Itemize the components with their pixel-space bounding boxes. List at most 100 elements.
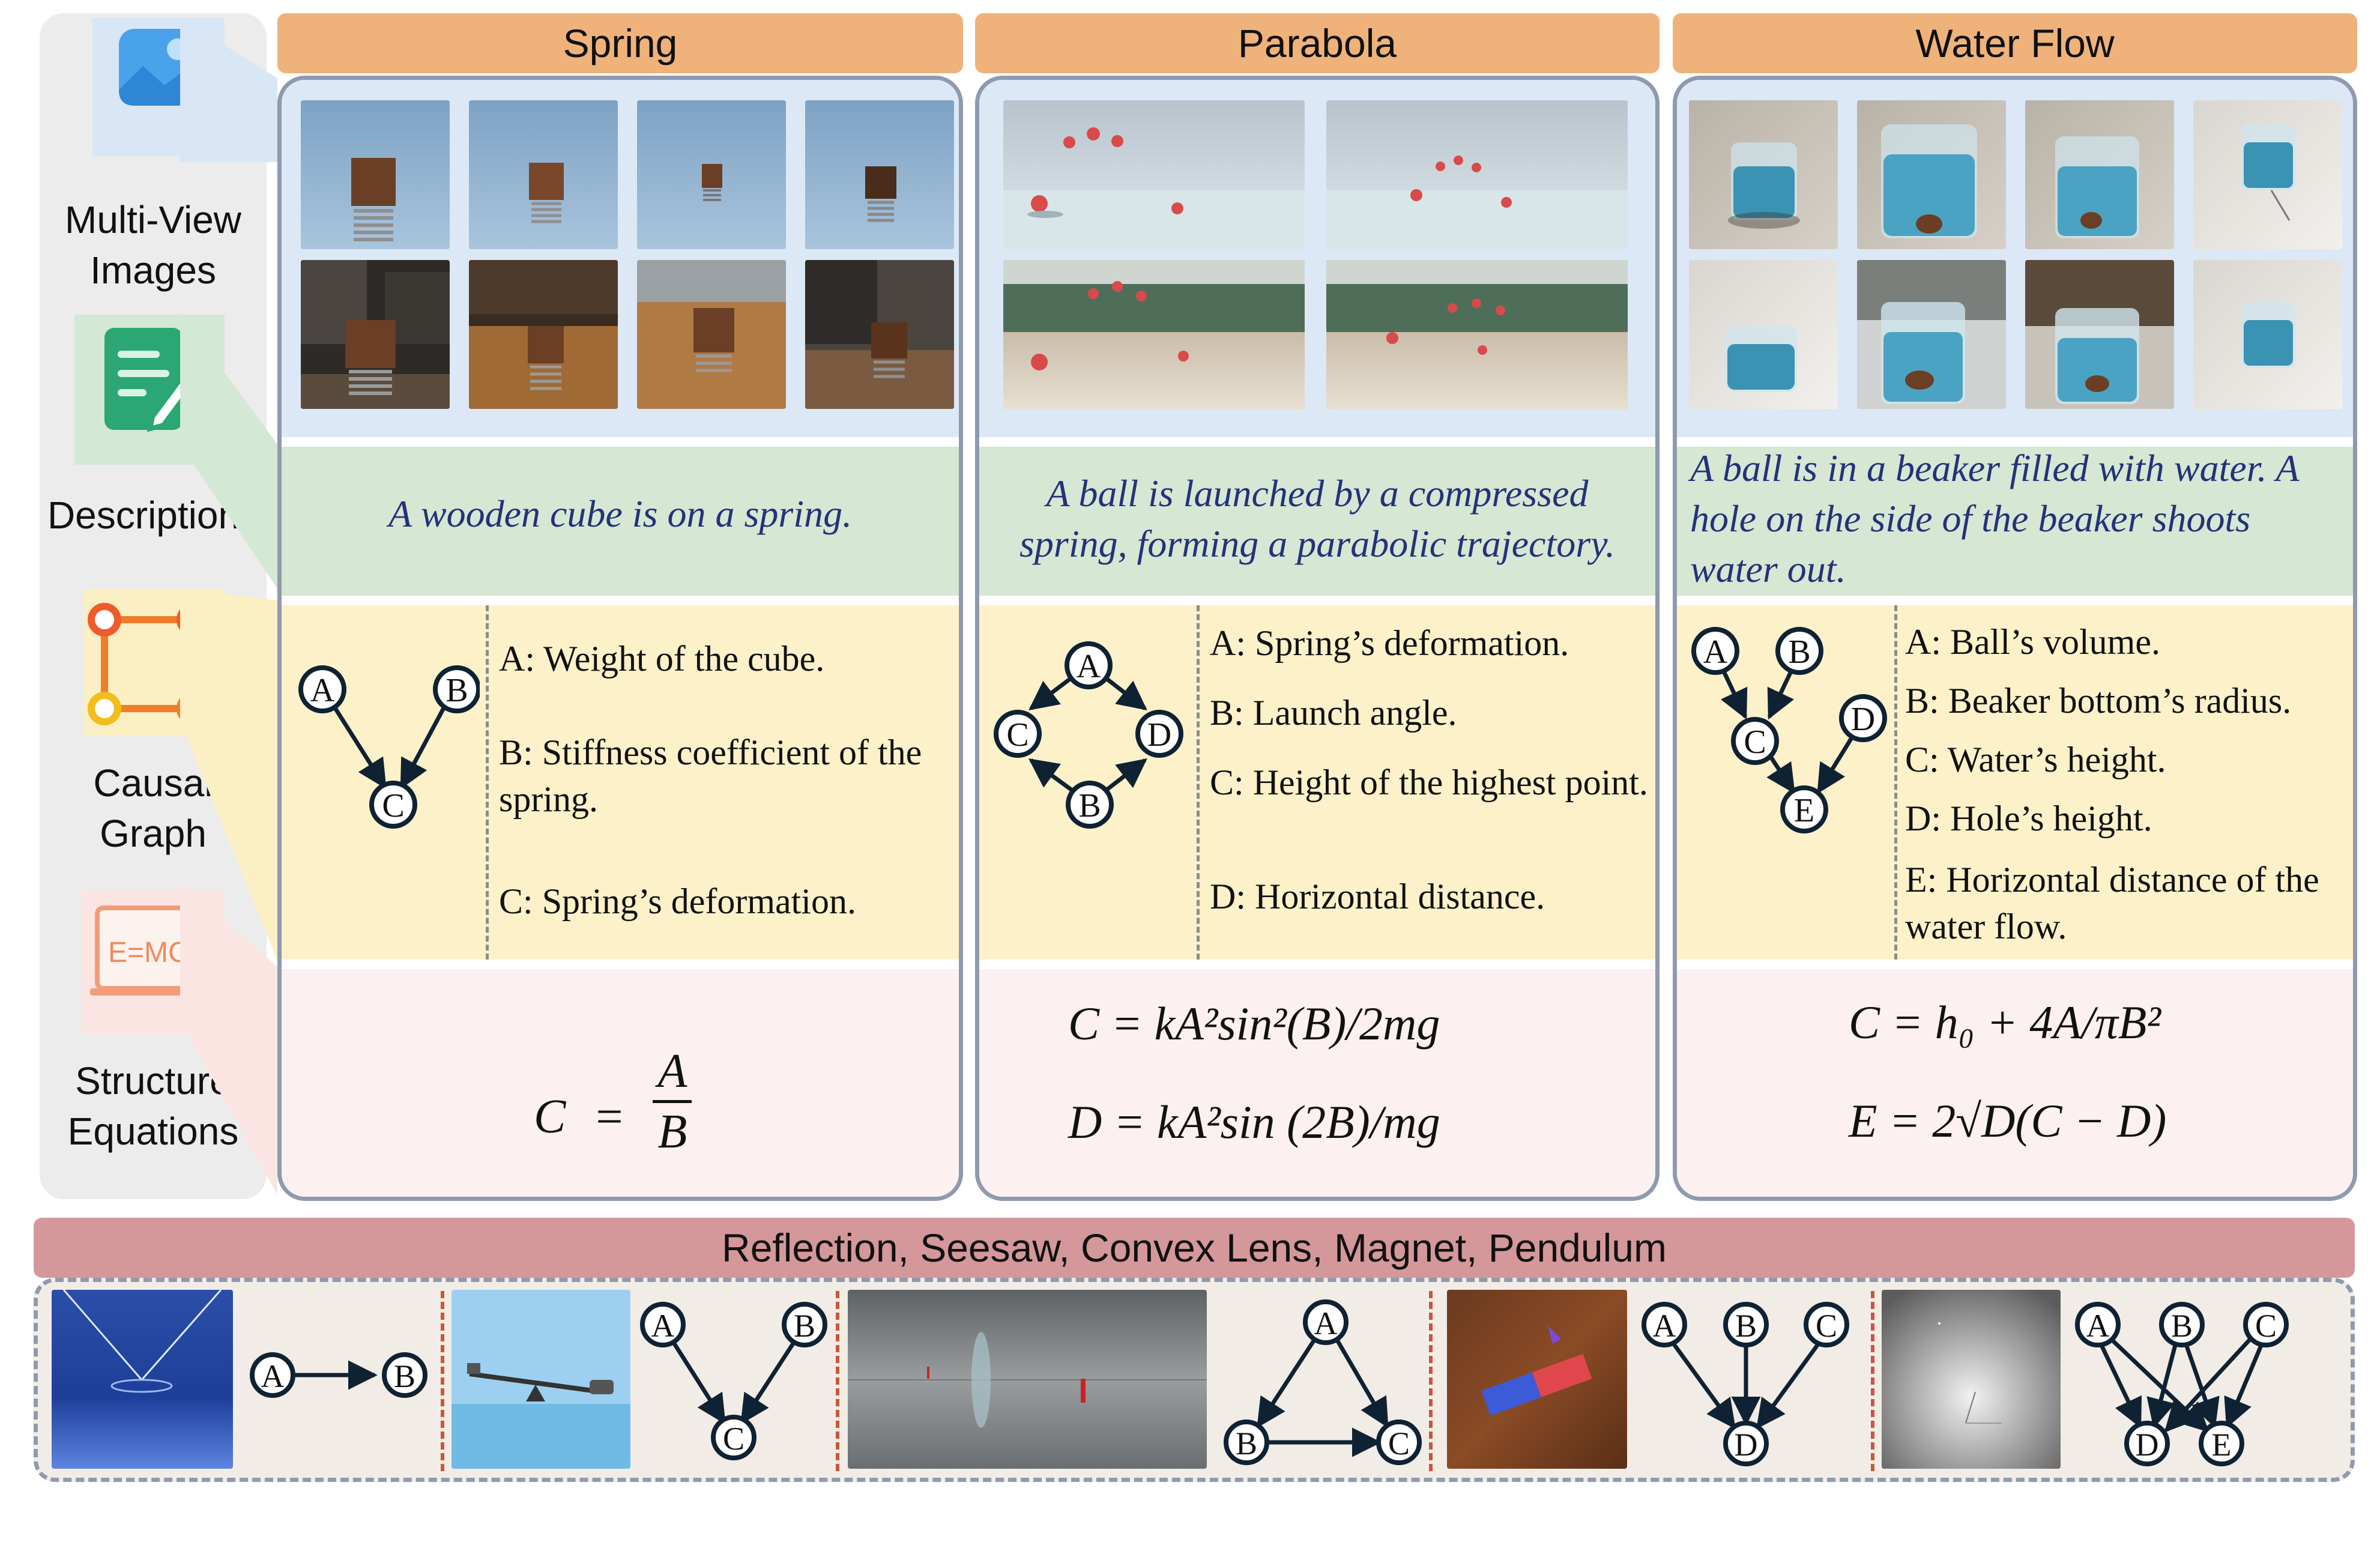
convex-lens-scene-image xyxy=(848,1290,1207,1469)
equation-line: D = kA²sin (2B)/mg xyxy=(1068,1096,1440,1148)
graph-node-a: A xyxy=(1642,1302,1687,1347)
equation-lhs: C xyxy=(534,1090,566,1143)
spring-view-image xyxy=(301,100,450,249)
svg-text:E: E xyxy=(2212,1427,2232,1463)
variable-a: A: Weight of the cube. xyxy=(499,639,825,679)
graph-node-c: C xyxy=(994,710,1042,758)
magnet-scene-image xyxy=(1447,1290,1627,1469)
svg-text:C: C xyxy=(1744,724,1766,761)
water-flow-view-image xyxy=(1857,100,2006,249)
water-flow-view-image xyxy=(1857,260,2006,409)
svg-text:B: B xyxy=(394,1358,415,1394)
convex-lens-causal-graph: A B C xyxy=(1224,1299,1422,1465)
equation-denominator: B xyxy=(657,1105,687,1158)
variable-d: D: Hole’s height. xyxy=(1905,799,2152,838)
graph-node-b: B xyxy=(1775,627,1823,675)
graph-divider xyxy=(486,605,489,960)
legend-connectors xyxy=(180,18,277,1195)
parabola-view-image xyxy=(1326,100,1628,249)
equations-band: C = kA²sin²(B)/2mg D = kA²sin (2B)/mg xyxy=(979,969,1655,1197)
graph-node-b: B xyxy=(2159,1302,2205,1347)
parabola-view-image xyxy=(1003,260,1305,409)
svg-text:A: A xyxy=(261,1358,285,1394)
graph-node-b: B xyxy=(1066,781,1114,829)
variable-c: C: Water’s height. xyxy=(1905,740,2166,779)
legend-label-images: Multi-View Images xyxy=(40,195,267,295)
column-header-water-flow: Water Flow xyxy=(1673,13,2357,73)
graph-edge xyxy=(329,700,387,790)
svg-text:A: A xyxy=(2086,1308,2110,1344)
legend-label-line: Equations xyxy=(67,1110,239,1153)
equation-line: E = 2√D(C − D) xyxy=(1849,1095,2167,1147)
causal-graph-band: A B C A: Weight of the cube. B: Stiffnes… xyxy=(282,605,959,960)
variable-a: A: Spring’s deformation. xyxy=(1210,623,1569,663)
svg-text:B: B xyxy=(1236,1426,1257,1462)
column-water-flow: A ball is in a beaker filled with water.… xyxy=(1673,76,2357,1201)
svg-text:C: C xyxy=(723,1421,745,1457)
pendulum-causal-graph: A B C D E xyxy=(2075,1302,2289,1466)
variable-c: C: Spring’s deformation. xyxy=(499,881,856,921)
graph-node-e: E xyxy=(2199,1421,2244,1466)
bottom-section-title: Reflection, Seesaw, Convex Lens, Magnet,… xyxy=(34,1218,2355,1278)
causal-graph: A C D B xyxy=(994,641,1183,829)
graph-node-c: C xyxy=(2243,1302,2289,1347)
images-band xyxy=(282,80,959,437)
graph-node-a: A xyxy=(1065,641,1113,689)
svg-text:E: E xyxy=(1794,792,1814,829)
variable-e: E: Horizontal distance of the water flow… xyxy=(1905,860,2319,946)
graph-node-b: B xyxy=(1224,1419,1269,1465)
svg-text:A: A xyxy=(1314,1305,1338,1341)
svg-text:D: D xyxy=(1851,701,1875,738)
legend-label-equations: Structure Equations xyxy=(40,1056,267,1156)
svg-text:A: A xyxy=(1077,648,1101,685)
svg-text:A: A xyxy=(310,672,335,709)
causal-graph-band: A C D B A: Spring’s deformation. B: Laun… xyxy=(979,605,1655,960)
graph-node-b: B xyxy=(782,1302,827,1347)
legend-label-line: Images xyxy=(90,249,216,292)
graph-node-c: C xyxy=(1376,1419,1422,1465)
spring-view-image xyxy=(469,260,618,409)
magnet-causal-graph: A B C D xyxy=(1642,1302,1849,1466)
svg-text:D: D xyxy=(1147,716,1171,754)
variable-d: D: Horizontal distance. xyxy=(1210,877,1545,916)
graph-node-a: A xyxy=(298,665,346,713)
column-header-spring: Spring xyxy=(277,13,963,73)
svg-text:B: B xyxy=(1078,787,1101,824)
description-text: A ball is in a beaker filled with water.… xyxy=(1690,447,2299,590)
causal-graph-band: A B C D E A: Ball’s volume. B: Beaker bo… xyxy=(1677,605,2353,960)
svg-text:B: B xyxy=(794,1308,815,1344)
scene-divider xyxy=(1429,1291,1433,1471)
graph-node-c: C xyxy=(369,781,417,829)
svg-text:B: B xyxy=(1788,633,1810,671)
graph-node-c: C xyxy=(1731,717,1779,765)
water-flow-view-image xyxy=(2025,100,2174,249)
svg-text:A: A xyxy=(1653,1308,1676,1344)
water-flow-view-image xyxy=(2193,260,2342,409)
legend-label-graph: Causal Graph xyxy=(40,758,267,859)
description-band: A ball is in a beaker filled with water.… xyxy=(1677,447,2353,596)
equations-band: C = h₀ + 4A/πB² E = 2√D(C − D) xyxy=(1677,969,2353,1197)
column-header-parabola: Parabola xyxy=(975,13,1660,73)
reflection-scene-image xyxy=(52,1290,233,1469)
description-band: A wooden cube is on a spring. xyxy=(282,447,959,596)
equation-line: C = kA²sin²(B)/2mg xyxy=(1068,997,1440,1050)
graph-node-a: A xyxy=(1691,627,1739,675)
seesaw-causal-graph: A B C xyxy=(640,1302,827,1460)
graph-edge xyxy=(399,700,450,790)
causal-graph: A B C D E xyxy=(1691,627,1887,833)
svg-text:C: C xyxy=(2255,1308,2277,1344)
parabola-view-image xyxy=(1003,100,1305,249)
svg-text:C: C xyxy=(1816,1308,1837,1344)
spring-view-image xyxy=(301,260,450,409)
water-flow-view-image xyxy=(2025,260,2174,409)
graph-node-b: B xyxy=(1723,1302,1769,1347)
variable-b: B: Beaker bottom’s radius. xyxy=(1905,681,2292,721)
legend-label-line: Multi-View xyxy=(65,198,241,241)
images-band xyxy=(979,80,1655,437)
svg-text:D: D xyxy=(2136,1427,2159,1463)
graph-node-c: C xyxy=(711,1415,757,1460)
images-band xyxy=(1677,80,2353,437)
spring-view-image xyxy=(469,100,618,249)
water-flow-view-image xyxy=(1689,100,1838,249)
column-parabola: A ball is launched by a compressed sprin… xyxy=(975,76,1660,1201)
